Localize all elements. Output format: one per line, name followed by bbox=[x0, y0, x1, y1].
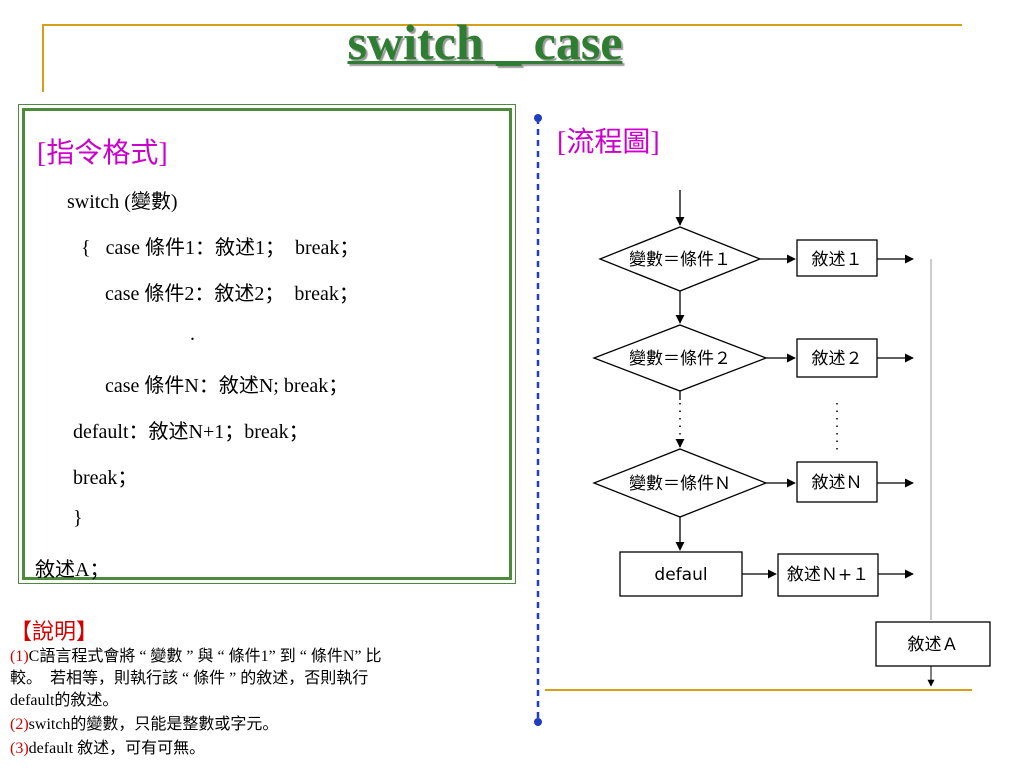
statement-label-1: 敘述１ bbox=[812, 250, 863, 270]
description-line-2: 較。 若相等，則執行該 “ 條件 ” 的敘述，否則執行 bbox=[10, 670, 369, 687]
final-statement-label: 敘述Ａ bbox=[908, 635, 959, 655]
code-line-default: default：敘述N+1；break； bbox=[73, 421, 309, 443]
description-line-3: default的敘述。 bbox=[10, 692, 119, 709]
statement-label-n: 敘述Ｎ bbox=[812, 473, 863, 493]
title-frame-left-line bbox=[42, 24, 44, 92]
description-line-4: (2)switch的變數，只能是整數或字元。 bbox=[10, 716, 279, 733]
statement-box-2 bbox=[796, 338, 878, 378]
code-format-heading: [指令格式] bbox=[37, 138, 168, 169]
code-line-switch: switch (變數) bbox=[67, 191, 178, 213]
divider-bottom-dot bbox=[534, 718, 542, 726]
default-box bbox=[619, 551, 743, 597]
code-line-close-brace: } bbox=[73, 507, 83, 529]
code-line-case-1: { case 條件1：敘述1； break； bbox=[81, 237, 360, 259]
statement-box-1 bbox=[796, 239, 878, 277]
final-statement-box bbox=[875, 621, 991, 667]
description-line-1: (1)C語言程式會將 “ 變數 ” 與 “ 條件1” 到 “ 條件N” 比 bbox=[10, 648, 382, 665]
statement-box-n bbox=[796, 461, 878, 503]
code-line-ellipsis: . bbox=[190, 323, 195, 345]
description-line-5: (3)default 敘述，可有可無。 bbox=[10, 740, 206, 757]
condition-label-n: 變數＝條件Ｎ bbox=[629, 474, 731, 494]
statement-label-2: 敘述２ bbox=[812, 349, 863, 369]
code-format-box: [指令格式] switch (變數) { case 條件1：敘述1； break… bbox=[18, 104, 516, 584]
condition-label-2: 變數＝條件２ bbox=[629, 349, 731, 369]
code-line-break: break； bbox=[73, 467, 138, 489]
default-label: defaul bbox=[654, 565, 707, 585]
divider-top-dot bbox=[534, 114, 542, 122]
page-title: switch _ case bbox=[347, 14, 623, 70]
statement-box-n-plus-1 bbox=[777, 553, 879, 597]
statement-label-n-plus-1: 敘述Ｎ+１ bbox=[787, 565, 869, 585]
code-line-case-n: case 條件N：敘述N; break； bbox=[105, 375, 349, 397]
description-heading: 【說明】 bbox=[10, 619, 99, 644]
condition-label-1: 變數＝條件１ bbox=[629, 250, 731, 270]
code-line-statement-a: 敘述A； bbox=[35, 559, 110, 581]
flowchart-heading: [流程圖] bbox=[557, 127, 660, 158]
code-line-case-2: case 條件2：敘述2； break； bbox=[105, 283, 359, 305]
title-frame-top-line bbox=[42, 24, 962, 26]
